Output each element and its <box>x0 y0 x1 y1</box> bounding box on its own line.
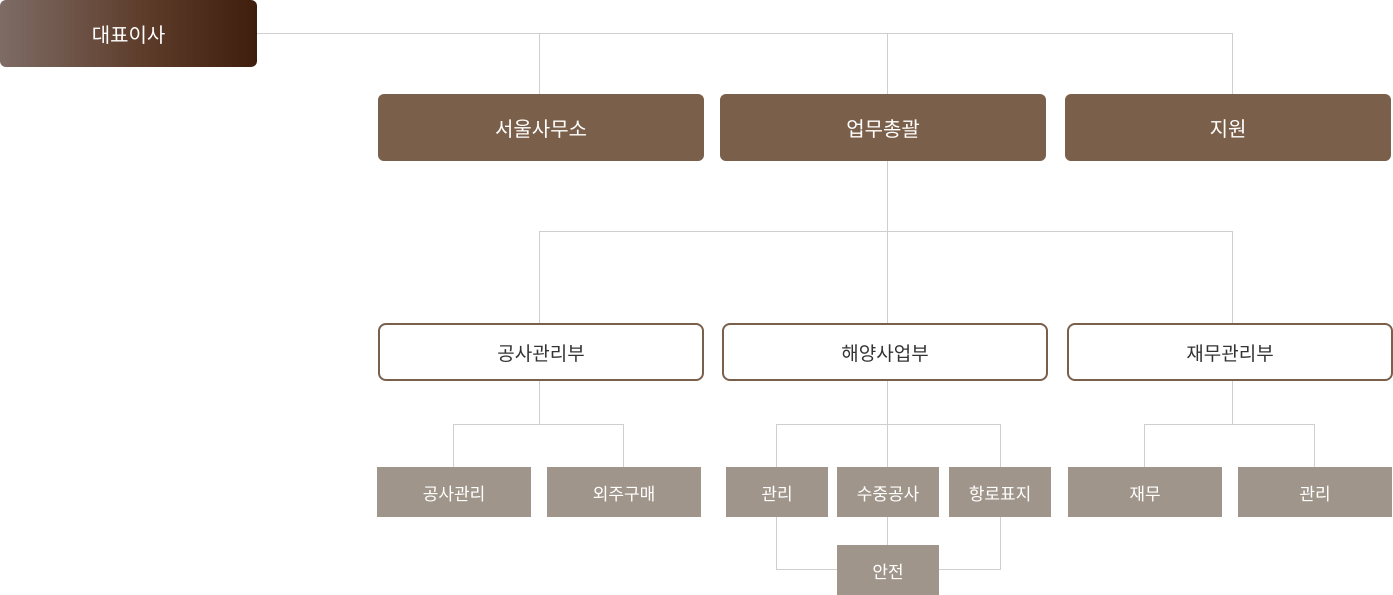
department-marine-business-label: 해양사업부 <box>841 342 929 365</box>
team-finance-management-label: 관리 <box>1299 484 1331 505</box>
connector-ceo-horizontal <box>256 33 1233 34</box>
team-finance-label: 재무 <box>1129 484 1161 505</box>
ceo-node: 대표이사 <box>0 0 257 67</box>
division-support: 지원 <box>1065 94 1391 161</box>
team-navigation-aids-label: 항로표지 <box>968 484 1032 505</box>
connector-to-marine-dept <box>887 231 888 324</box>
department-finance-management-label: 재무관리부 <box>1186 342 1274 365</box>
team-underwater-construction-label: 수중공사 <box>856 484 920 505</box>
department-marine-business: 해양사업부 <box>722 323 1048 381</box>
connector-underwater-to-safety <box>887 516 888 545</box>
division-seoul-office-label: 서울사무소 <box>495 117 587 141</box>
connector-marine-mgmt-to-safety <box>776 516 777 570</box>
connector-safety-left <box>776 569 838 570</box>
team-marine-management-label: 관리 <box>761 484 793 505</box>
team-outsourcing-purchasing: 외주구매 <box>547 467 701 517</box>
connector-finance-dept-down <box>1232 380 1233 425</box>
team-finance-management: 관리 <box>1238 467 1392 517</box>
connector-ceo-to-support <box>1232 33 1233 95</box>
team-construction-management-label: 공사관리 <box>422 484 486 505</box>
connector-marine-dept-down <box>887 380 888 467</box>
connector-ceo-to-seoul-office <box>539 33 540 95</box>
connector-to-construction-mgmt <box>453 424 454 467</box>
department-construction-management: 공사관리부 <box>378 323 704 381</box>
connector-to-construction-dept <box>539 231 540 324</box>
team-underwater-construction: 수중공사 <box>837 467 939 517</box>
division-general-affairs: 업무총괄 <box>720 94 1046 161</box>
department-construction-management-label: 공사관리부 <box>497 342 585 365</box>
connector-safety-right <box>938 569 1001 570</box>
connector-departments-horizontal <box>539 231 1233 232</box>
team-finance: 재무 <box>1068 467 1222 517</box>
department-finance-management: 재무관리부 <box>1067 323 1393 381</box>
connector-to-marine-mgmt <box>776 424 777 467</box>
connector-finance-teams-horizontal <box>1144 424 1315 425</box>
connector-to-finance-mgmt <box>1314 424 1315 467</box>
team-outsourcing-purchasing-label: 외주구매 <box>592 484 656 505</box>
connector-marine-teams-horizontal <box>776 424 1001 425</box>
division-seoul-office: 서울사무소 <box>378 94 704 161</box>
division-general-affairs-label: 업무총괄 <box>846 117 920 141</box>
team-safety-label: 안전 <box>872 562 904 583</box>
connector-to-navigation-aids <box>1000 424 1001 467</box>
connector-general-affairs-down <box>887 160 888 232</box>
connector-construction-dept-down <box>539 380 540 425</box>
connector-to-finance-team <box>1144 424 1145 467</box>
division-support-label: 지원 <box>1209 117 1247 141</box>
team-navigation-aids: 항로표지 <box>949 467 1051 517</box>
team-safety: 안전 <box>837 545 939 595</box>
connector-to-finance-dept <box>1232 231 1233 324</box>
connector-ceo-to-general-affairs <box>887 33 888 95</box>
connector-navigation-aids-to-safety <box>1000 516 1001 570</box>
team-marine-management: 관리 <box>726 467 828 517</box>
ceo-label: 대표이사 <box>91 23 166 47</box>
connector-to-outsourcing <box>623 424 624 467</box>
team-construction-management: 공사관리 <box>377 467 531 517</box>
connector-construction-teams-horizontal <box>453 424 624 425</box>
